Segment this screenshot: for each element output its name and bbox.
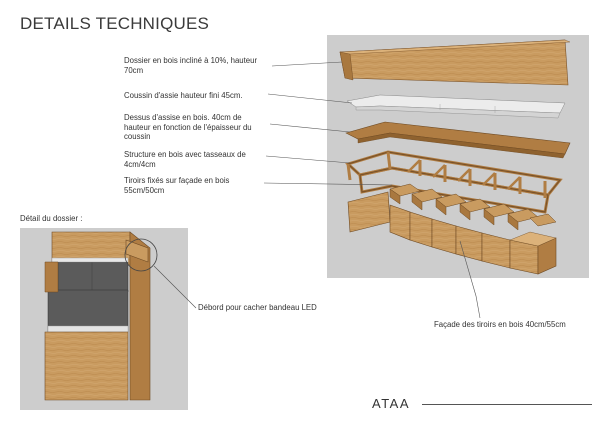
frame-structure-part <box>345 150 563 214</box>
drawer-facades-part <box>347 191 557 275</box>
label-detail-dossier: Détail du dossier : <box>20 214 83 223</box>
label-facade: Façade des tiroirs en bois 40cm/55cm <box>434 320 566 329</box>
backrest-part <box>339 39 571 86</box>
leader-lines <box>263 61 481 319</box>
seat-top-part <box>345 121 571 159</box>
label-dessus: Dessus d'assise en bois. 40cm de hauteur… <box>124 113 252 142</box>
drawers-part <box>389 183 557 231</box>
label-coussin: Coussin d'assie hauteur fini 45cm. <box>124 91 243 100</box>
backrest-detail-drawing <box>44 231 197 401</box>
cushion-part <box>346 94 566 119</box>
label-dossier: Dossier en bois incliné à 10%, hauteur 7… <box>124 56 258 75</box>
label-structure: Structure en bois avec tasseaux de 4cm/4… <box>124 150 246 169</box>
label-tiroirs: Tiroirs fixés sur façade en bois 55cm/50… <box>124 176 230 195</box>
label-debord: Débord pour cacher bandeau LED <box>198 303 317 312</box>
brand-logo: ATAA <box>372 396 411 411</box>
page-title: DETAILS TECHNIQUES <box>20 14 210 33</box>
brand-underline <box>422 404 592 405</box>
